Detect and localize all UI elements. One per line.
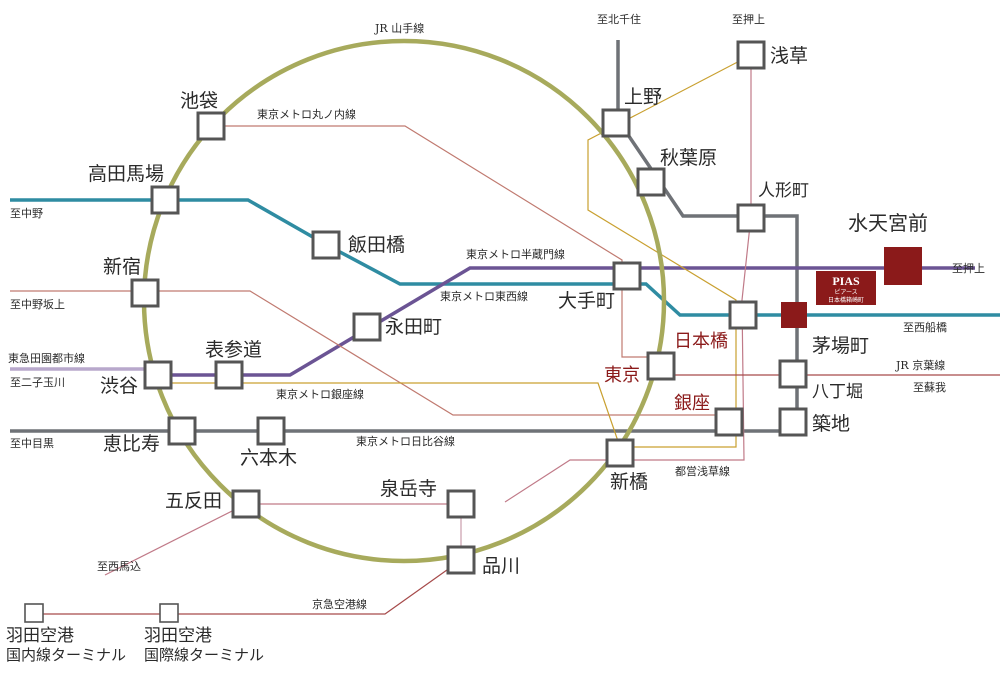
- direction-kitasenju: 至北千住: [597, 12, 641, 26]
- station-box[interactable]: [778, 359, 808, 389]
- station-box[interactable]: [636, 167, 666, 197]
- station-label-sengakuji: 泉岳寺: [380, 478, 437, 500]
- direction-futakotamagawa: 至二子玉川: [10, 376, 65, 389]
- station-box[interactable]: [646, 351, 676, 381]
- station-box[interactable]: [143, 360, 173, 390]
- station-label-kayabacho: 茅場町: [812, 335, 869, 357]
- direction-oshiage-right: 至押上: [952, 261, 985, 275]
- line-label-hanzomon: 東京メトロ半蔵門線: [466, 247, 565, 261]
- line-label-keikyu: 京急空港線: [312, 597, 367, 611]
- station-label-ebisu: 恵比寿: [103, 433, 160, 455]
- ginza-line: [158, 54, 752, 448]
- station-label-shinagawa: 品川: [482, 555, 520, 577]
- station-label-ginza: 銀座: [674, 393, 710, 414]
- station-box[interactable]: [256, 416, 286, 446]
- keikyu-line: [34, 559, 462, 615]
- station-label-haneda-intl-2: 国際線ターミナル: [144, 646, 264, 664]
- station-label-iidabashi: 飯田橋: [348, 234, 405, 256]
- station-label-gotanda: 五反田: [165, 490, 222, 512]
- station-label-shibuya: 渋谷: [100, 375, 138, 397]
- station-box[interactable]: [196, 111, 226, 141]
- station-label-nihombashi: 日本橋: [674, 331, 728, 352]
- station-label-haneda-intl-1: 羽田空港: [144, 626, 212, 646]
- station-box[interactable]: [167, 416, 197, 446]
- station-box[interactable]: [446, 545, 476, 575]
- direction-soga: 至蘇我: [913, 381, 946, 394]
- line-label-asakusa: 都営浅草線: [675, 464, 730, 478]
- hibiya-line: [10, 40, 799, 433]
- line-label-tozai: 東京メトロ東西線: [440, 289, 528, 303]
- station-box[interactable]: [24, 603, 44, 623]
- direction-nakanosakaue: 至中野坂上: [10, 298, 65, 311]
- station-box[interactable]: [150, 185, 180, 215]
- station-label-nagatacho: 永田町: [385, 316, 442, 338]
- station-box[interactable]: [446, 489, 476, 519]
- direction-nakano: 至中野: [10, 207, 43, 220]
- station-box[interactable]: [736, 40, 766, 70]
- station-box[interactable]: [231, 489, 261, 519]
- station-box[interactable]: [728, 300, 758, 330]
- marunouchi-line: [10, 125, 725, 416]
- direction-oshiage-top: 至押上: [732, 12, 765, 26]
- station-label-ueno: 上野: [624, 86, 662, 108]
- station-box[interactable]: [736, 203, 766, 233]
- station-box[interactable]: [612, 261, 642, 291]
- station-label-hatchobori: 八丁堀: [812, 382, 863, 402]
- station-box[interactable]: [601, 108, 631, 138]
- station-box[interactable]: [778, 407, 808, 437]
- line-label-denentoshi: 東急田園都市線: [8, 351, 85, 365]
- station-label-suitengumae: 水天宮前: [848, 211, 928, 235]
- station-label-asakusa: 浅草: [770, 45, 808, 67]
- station-label-akihabara: 秋葉原: [660, 147, 717, 169]
- kayabacho-marker[interactable]: [781, 302, 807, 328]
- line-label-marunouchi: 東京メトロ丸ノ内線: [257, 107, 356, 121]
- line-label-keiyo: JR 京葉線: [895, 358, 945, 372]
- line-label-yamanote: JR 山手線: [374, 21, 424, 35]
- station-label-ningyocho: 人形町: [758, 181, 809, 201]
- station-box[interactable]: [130, 278, 160, 308]
- tozai-line: [10, 198, 1000, 317]
- station-box[interactable]: [714, 407, 744, 437]
- station-label-haneda-domestic-1: 羽田空港: [6, 626, 74, 646]
- line-to-nishimagome: [104, 503, 247, 576]
- station-label-roppongi: 六本木: [240, 447, 297, 469]
- station-label-ikebukuro: 池袋: [180, 90, 218, 112]
- property-kana: ピアース: [834, 289, 857, 296]
- line-label-hibiya: 東京メトロ日比谷線: [356, 434, 455, 448]
- suitengumae-marker[interactable]: [884, 247, 922, 285]
- station-box[interactable]: [605, 438, 635, 468]
- station-label-shimbashi: 新橋: [610, 471, 648, 493]
- station-label-haneda-domestic-2: 国内線ターミナル: [6, 646, 126, 664]
- direction-nakameguro: 至中目黒: [10, 437, 54, 450]
- property-logo[interactable]: PIAS ピアース 日本橋箱崎町: [816, 271, 876, 305]
- property-place: 日本橋箱崎町: [828, 296, 864, 304]
- line-label-ginza: 東京メトロ銀座線: [276, 387, 364, 401]
- direction-nishimagome: 至西馬込: [97, 560, 141, 573]
- station-box[interactable]: [311, 230, 341, 260]
- asakusa-line: [504, 55, 752, 503]
- station-label-tokyo: 東京: [604, 365, 640, 386]
- station-label-takadanobaba: 高田馬場: [88, 163, 164, 185]
- station-label-omotesando: 表参道: [205, 339, 262, 361]
- station-box[interactable]: [214, 360, 244, 390]
- direction-nishifunabashi: 至西船橋: [903, 320, 947, 334]
- station-label-tsukiji: 築地: [812, 413, 850, 435]
- station-label-shinjuku: 新宿: [103, 256, 141, 278]
- property-brand: PIAS: [832, 274, 860, 288]
- station-label-otemachi: 大手町: [558, 290, 615, 312]
- station-box[interactable]: [352, 312, 382, 342]
- station-box[interactable]: [159, 603, 179, 623]
